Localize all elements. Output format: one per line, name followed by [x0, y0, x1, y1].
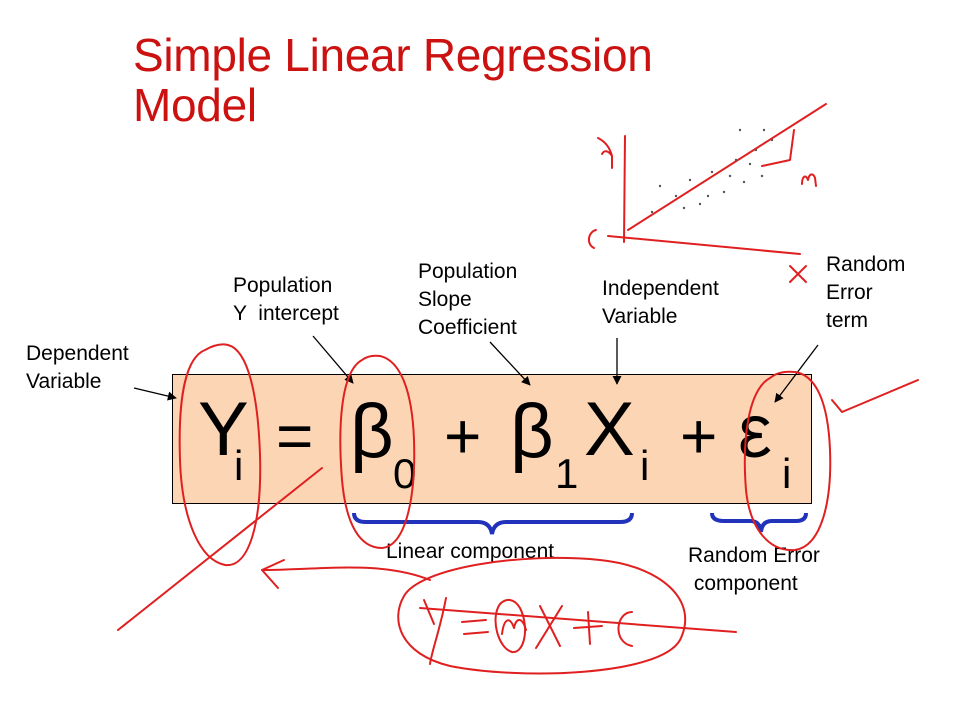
label-linear-component: Linear component: [386, 540, 555, 563]
slide-title: Simple Linear Regression Model: [133, 30, 653, 130]
formula-oval: [397, 556, 687, 675]
eq-epsilon-subscript: i: [782, 450, 792, 497]
arrow-y-intercept: [312, 335, 354, 384]
label-population-slope-coefficient: Population Slope Coefficient: [418, 260, 518, 339]
label-random-error-component: Random Error component: [688, 544, 820, 595]
arrow-dependent-variable: [133, 387, 177, 401]
label-independent-variable: Independent Variable: [602, 277, 719, 328]
formula-equals: [461, 619, 489, 635]
brace-linear-component: [352, 512, 634, 535]
sketch-c-letter: [588, 229, 597, 249]
formula-c: [617, 611, 633, 647]
sketch-y-axis: [623, 135, 626, 243]
formula-m: [501, 619, 527, 635]
curved-arrow-left: [261, 566, 431, 581]
title-line-2: Model: [133, 79, 257, 131]
sketch-scatter-dots: [650, 128, 774, 214]
circle-around-beta0: [339, 354, 416, 549]
formula-x: [535, 605, 563, 649]
sketch-regression-line: [627, 103, 827, 231]
brace-random-error-component: [710, 512, 808, 533]
curved-arrow-head: [261, 559, 285, 589]
eq-plus-2: +: [680, 400, 718, 472]
sketch-y-letter: [597, 137, 613, 169]
eq-equals: =: [276, 400, 314, 472]
sketch-x-axis: [607, 235, 801, 255]
equation-box: [172, 374, 812, 504]
eq-beta0-subscript: 0: [393, 450, 417, 497]
eq-beta1: β: [510, 389, 554, 474]
label-dependent-variable: Dependent Variable: [26, 342, 129, 393]
eq-y: Y: [198, 387, 249, 472]
red-annotations: [117, 103, 919, 675]
arrow-random-error-term: [774, 344, 819, 403]
eq-x-subscript: i: [640, 442, 650, 489]
eq-plus-1: +: [444, 400, 482, 472]
formula-strike-line: [419, 607, 737, 633]
eq-beta0: β: [350, 389, 394, 474]
pointer-arrows: [133, 335, 819, 403]
sketch-m-letter: [801, 173, 817, 187]
sketch-slope-triangle: [761, 129, 795, 167]
formula-m-circle: [494, 598, 527, 653]
eq-x: X: [584, 387, 635, 472]
sketch-x-letter: [789, 265, 807, 283]
check-mark: [831, 379, 919, 413]
eq-epsilon: ε: [738, 389, 772, 474]
eq-y-subscript: i: [234, 442, 244, 489]
arrow-slope-coefficient: [489, 341, 531, 386]
circle-around-y: [178, 343, 262, 567]
title-line-1: Simple Linear Regression: [133, 29, 653, 81]
eq-beta1-subscript: 1: [555, 450, 579, 497]
formula-plus: [573, 611, 603, 645]
circle-around-epsilon: [743, 370, 832, 552]
label-population-y-intercept: Population Y intercept: [233, 274, 339, 325]
label-random-error-term: Random Error term: [826, 253, 906, 332]
diagonal-line: [117, 467, 323, 631]
